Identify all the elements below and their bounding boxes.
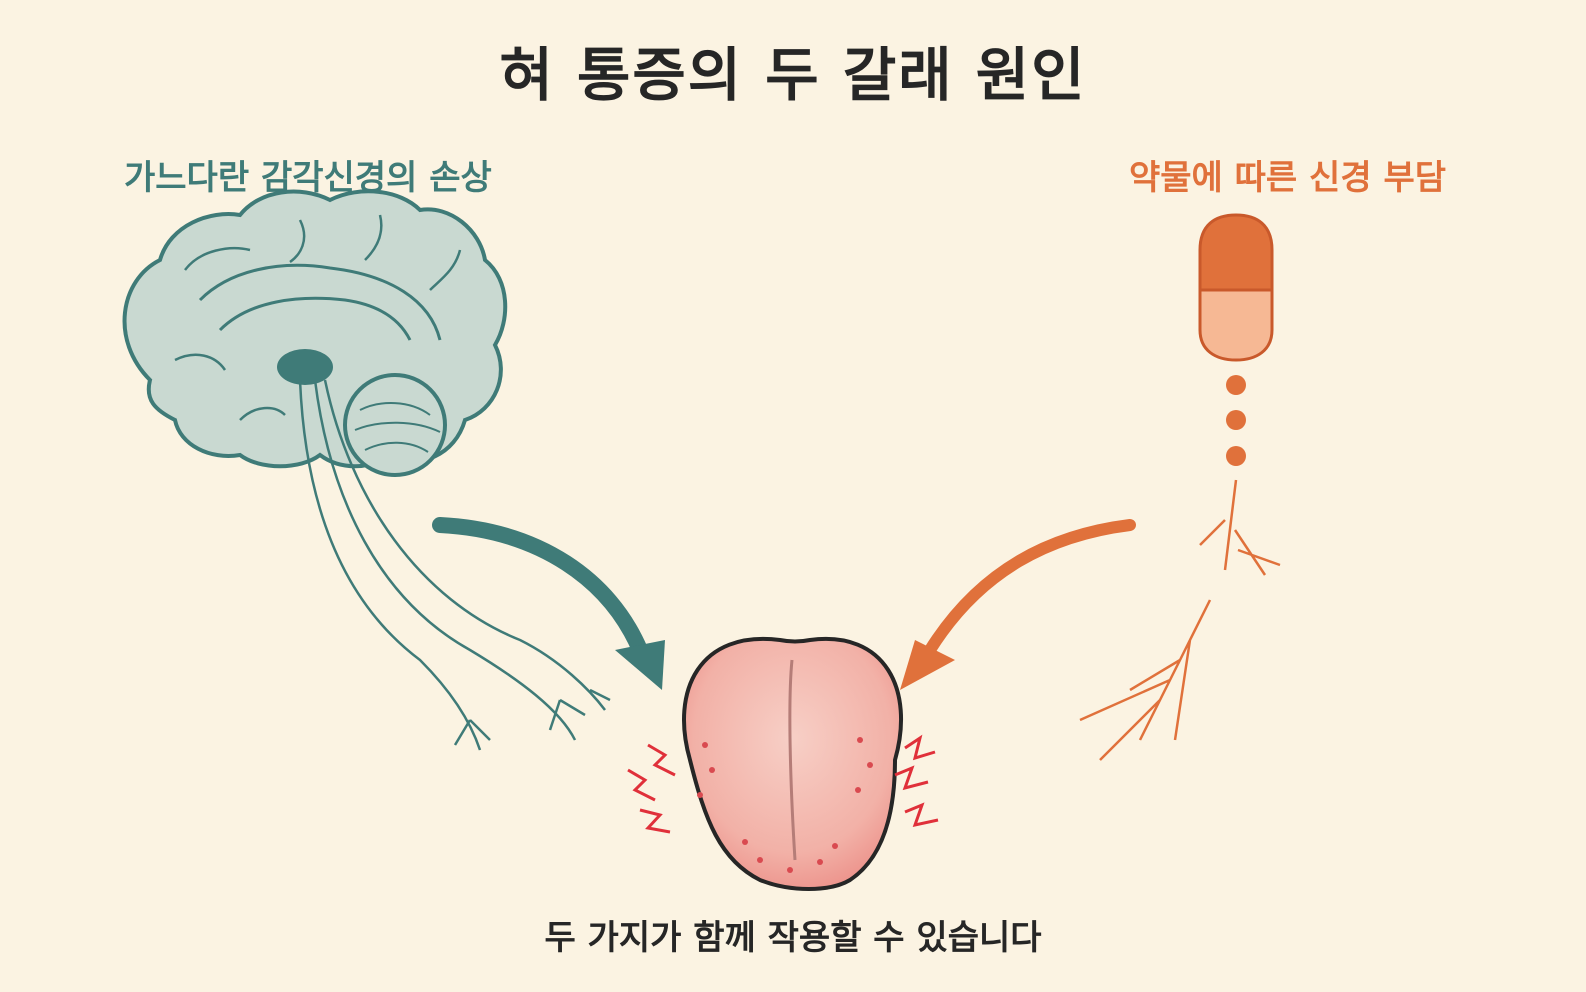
dotted-trail [1226, 375, 1246, 466]
medication-to-tongue-arrow [900, 519, 1136, 690]
pain-lightning-marks [627, 734, 939, 834]
damaged-nerve-icon [1079, 479, 1281, 761]
tongue-icon [682, 636, 904, 891]
nerve-to-tongue-arrow [432, 517, 665, 690]
page-title: 혀 통증의 두 갈래 원인 [499, 41, 1087, 109]
sensory-nerve-fibers [298, 379, 611, 751]
brain-icon [122, 189, 508, 477]
caption: 두 가지가 함께 작용할 수 있습니다 [544, 918, 1042, 958]
pill-capsule-icon [1198, 213, 1274, 362]
medication-burden-label: 약물에 따른 신경 부담 [1128, 158, 1446, 198]
